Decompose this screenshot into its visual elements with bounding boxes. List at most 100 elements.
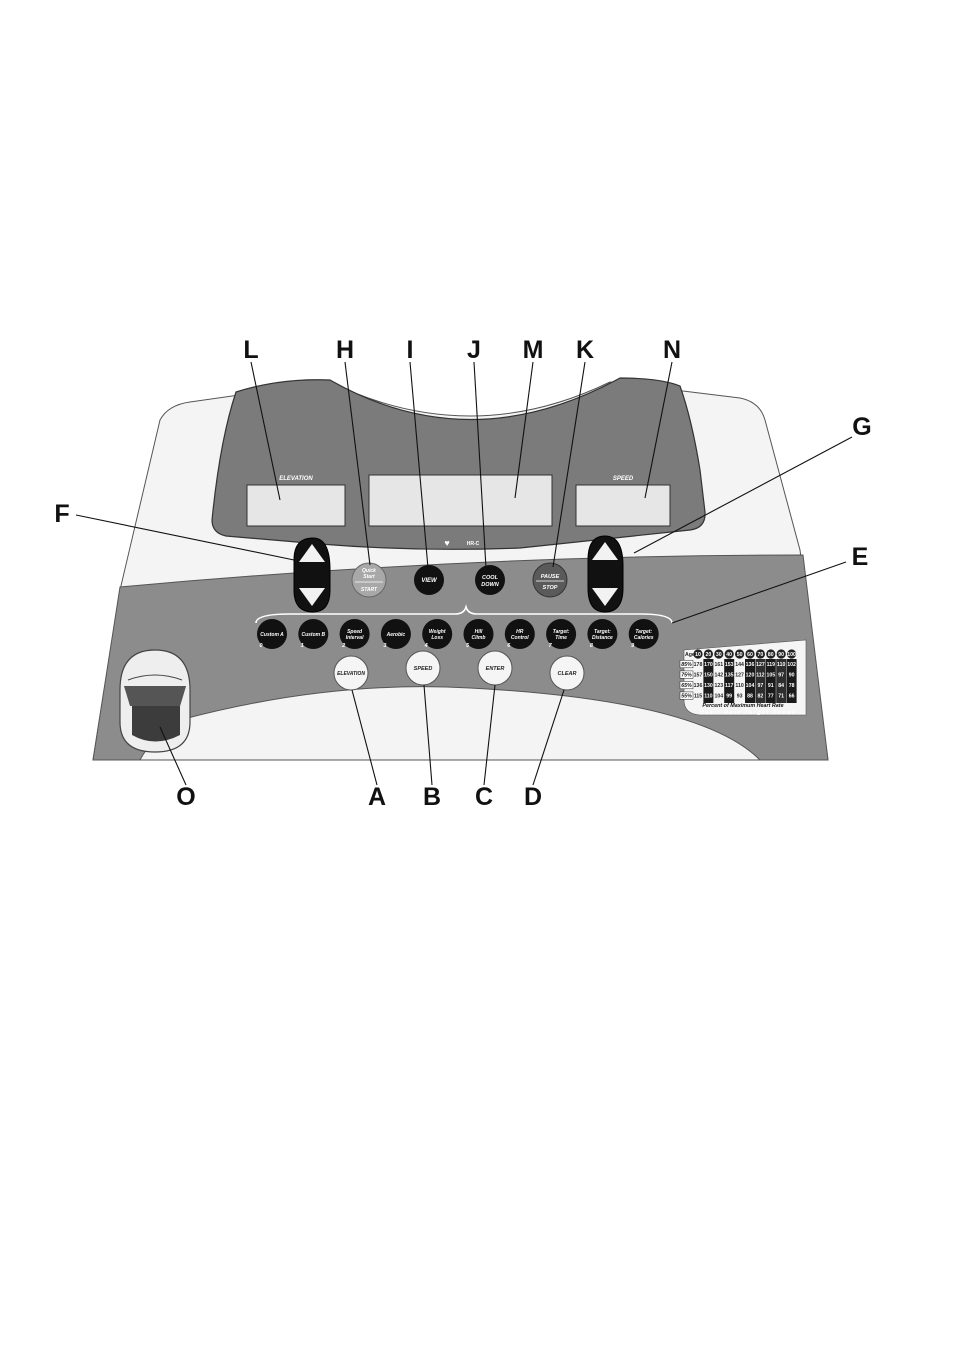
program-label: Interval: [346, 635, 364, 641]
table-cell: 82: [758, 694, 764, 700]
speed-up-icon[interactable]: [592, 542, 618, 560]
svg-text:PAUSE: PAUSE: [541, 574, 560, 580]
program-number: 6: [507, 643, 511, 649]
svg-text:ENTER: ENTER: [486, 666, 505, 672]
program-label: Custom B: [301, 632, 325, 638]
age-value: 20: [706, 652, 712, 658]
table-cell: 161: [714, 662, 723, 668]
view-button[interactable]: VIEW: [414, 565, 444, 595]
callout-D: D: [524, 783, 542, 811]
table-cell: 71: [778, 694, 784, 700]
safety-key[interactable]: [119, 649, 191, 753]
elevation-display-label: ELEVATION: [279, 476, 313, 482]
hrc-label: HR-C: [467, 541, 480, 547]
speed-display: [575, 484, 671, 527]
program-bracket: [255, 604, 673, 624]
program-label: Loss: [431, 635, 443, 641]
svg-text:STOP: STOP: [543, 585, 558, 591]
age-badge: [724, 649, 734, 659]
program-label: Time: [555, 635, 567, 641]
program-label: Target:: [594, 629, 611, 635]
callout-N: N: [663, 336, 681, 364]
program-button-0[interactable]: Custom A0: [257, 619, 287, 649]
callout-L: L: [243, 336, 258, 364]
program-number: 9: [631, 643, 635, 649]
elevation-rocker[interactable]: [293, 537, 331, 613]
table-cell: 99: [726, 694, 732, 700]
program-number: 1: [301, 643, 304, 649]
callout-K: K: [576, 336, 594, 364]
program-number: 0: [259, 643, 262, 649]
table-cell: 157: [694, 673, 703, 679]
percent-box: [679, 670, 694, 679]
svg-text:Quick: Quick: [362, 568, 376, 574]
table-cell: 110: [777, 662, 785, 668]
age-value: 40: [726, 652, 732, 658]
svg-text:VIEW: VIEW: [421, 578, 438, 584]
age-value: 70: [758, 652, 764, 658]
table-column-shade: [755, 659, 766, 703]
table-cell: 170: [704, 662, 713, 668]
table-cell: 90: [789, 673, 795, 679]
table-cell: 93: [737, 694, 743, 700]
table-cell: 135: [725, 673, 734, 679]
percent-label: 85%: [681, 662, 692, 668]
table-cell: 130: [704, 683, 713, 689]
percent-label: 65%: [681, 683, 692, 689]
percent-box: [679, 691, 694, 700]
enter-button[interactable]: ENTER: [477, 650, 513, 686]
elevation-down-icon[interactable]: [299, 588, 325, 606]
callout-H: H: [336, 336, 354, 364]
table-cell: 110: [704, 694, 712, 700]
age-badge: [693, 649, 703, 659]
clear-button[interactable]: CLEAR: [549, 655, 585, 691]
svg-text:SPEED: SPEED: [414, 666, 433, 672]
program-label: Target:: [553, 629, 570, 635]
table-cell: 153: [725, 662, 734, 668]
program-label: Speed: [347, 629, 363, 635]
program-button-1[interactable]: Custom B 1: [298, 619, 329, 649]
svg-text:CLEAR: CLEAR: [558, 671, 577, 677]
elevation-button[interactable]: ELEVATION: [333, 655, 369, 691]
elevation-up-icon[interactable]: [299, 544, 325, 562]
table-cell: 91: [768, 683, 774, 689]
table-cell: 115: [694, 694, 702, 700]
svg-text:DOWN: DOWN: [481, 582, 499, 588]
percent-label: 55%: [681, 694, 692, 700]
heart-icon: ♥: [444, 538, 449, 548]
cool-down-button[interactable]: COOL DOWN: [475, 565, 505, 595]
program-label: Climb: [472, 635, 486, 641]
quick-start-button[interactable]: Quick Start START: [351, 562, 387, 598]
percent-box: [679, 681, 694, 690]
program-number: 2: [341, 643, 345, 649]
program-label: Hill: [475, 629, 483, 635]
table-column-shade: [703, 659, 714, 703]
speed-down-icon[interactable]: [592, 588, 618, 606]
elevation-display: [246, 484, 346, 527]
speed-button[interactable]: SPEED: [405, 650, 441, 686]
age-badge: [766, 649, 776, 659]
speed-rocker[interactable]: [587, 535, 624, 613]
speed-display-label: SPEED: [613, 476, 634, 482]
program-label: HR: [516, 629, 524, 635]
table-cell: 178: [694, 662, 703, 668]
callout-M: M: [523, 336, 544, 364]
pause-stop-button[interactable]: PAUSE STOP: [532, 562, 568, 598]
main-display: [368, 474, 553, 527]
program-number: 3: [383, 643, 386, 649]
callout-G: G: [852, 413, 871, 441]
table-cell: 117: [725, 683, 733, 689]
program-number: 5: [466, 643, 470, 649]
table-column-shade: [776, 659, 787, 703]
callout-O: O: [176, 783, 195, 811]
age-value: 60: [747, 652, 753, 658]
